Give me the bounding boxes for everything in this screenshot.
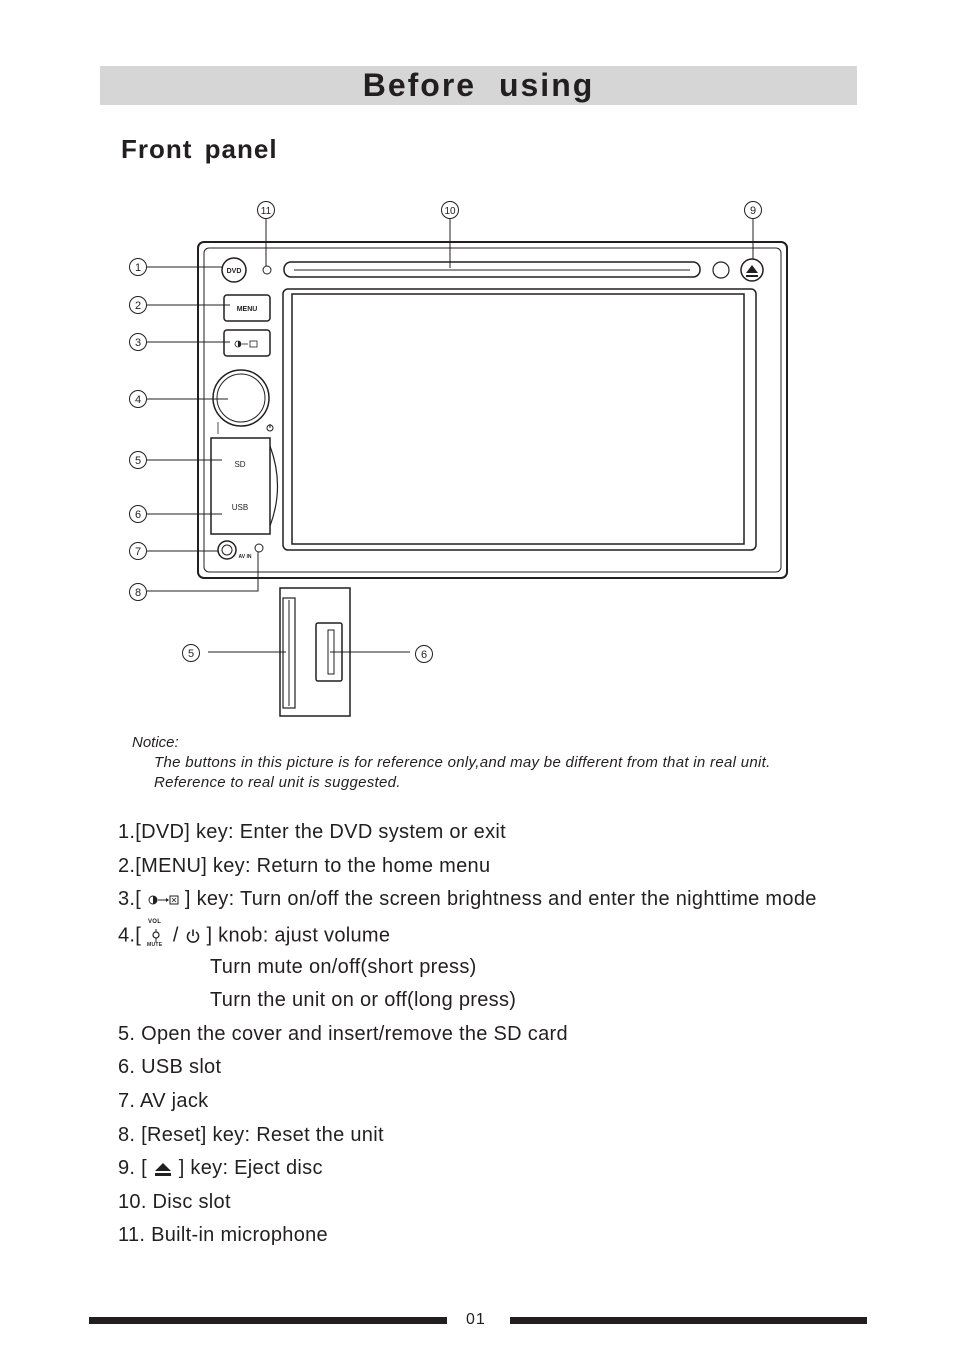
callout-3: 3 [135,337,141,349]
eject-button [740,258,764,282]
callout-7: 7 [135,546,141,558]
title-bar: Before using [100,66,857,105]
item-microphone: 11. Built-in microphone [118,1224,328,1246]
av-in-label: AV IN [239,554,252,560]
screen [291,293,745,545]
eject-icon [154,1162,171,1176]
volume-knob [212,369,270,427]
detail-callout-6: 6 [421,649,427,661]
unit-inner-frame [203,247,782,573]
dvd-label: DVD [227,268,242,275]
callout-9: 9 [750,205,756,217]
reset-hole [254,543,264,553]
callout-2: 2 [135,300,141,312]
callout-5: 5 [135,455,141,467]
power-icon [186,929,199,943]
section-title: Front panel [121,134,278,164]
notice-line-2: Reference to real unit is suggested. [154,774,401,791]
notice-line-1: The buttons in this picture is for refer… [154,754,771,771]
item-brightness-key: 3.[ ] key: Turn on/off the screen bright… [118,888,817,910]
brightness-button [223,329,271,357]
round-button [712,261,730,279]
unit-outer-frame [197,241,788,579]
microphone-icon [262,265,272,275]
front-panel-diagram: DVD MENU SD USB AV IN 1 2 3 4 [129,201,788,717]
brightness-icon [148,895,179,905]
page-number: 01 [466,1311,486,1328]
notice-label: Notice: [132,734,179,751]
item-dvd-key: 1.[DVD] key: Enter the DVD system or exi… [118,821,506,843]
dvd-button [221,257,247,283]
item-eject-key: 9. [ ] key: Eject disc [118,1157,323,1179]
menu-label: MENU [237,306,258,313]
callout-10: 10 [444,206,456,217]
brightness-icon [234,340,258,348]
disc-slot [283,261,701,278]
footer-rule-right [510,1317,867,1324]
item-usb-slot: 6. USB slot [118,1056,222,1078]
av-jack [217,540,237,560]
callout-6: 6 [135,509,141,521]
menu-button [223,294,271,322]
item-mute-short-press: Turn mute on/off(short press) [210,956,477,978]
item-volume-knob: 4.[ VOL MUTE / ] knob: ajust volume [118,919,391,948]
item-av-jack: 7. AV jack [118,1090,209,1112]
item-power-long-press: Turn the unit on or off(long press) [210,989,517,1011]
sd-usb-cover [210,437,271,535]
detail-callout-5: 5 [188,648,194,660]
sd-label: SD [234,460,245,469]
item-reset-key: 8. [Reset] key: Reset the unit [118,1124,384,1146]
callout-8: 8 [135,587,141,599]
page-title: Before using [362,67,595,103]
callout-1: 1 [135,262,141,274]
item-disc-slot: 10. Disc slot [118,1191,231,1213]
item-menu-key: 2.[MENU] key: Return to the home menu [118,855,491,877]
item-sd-card: 5. Open the cover and insert/remove the … [118,1023,568,1045]
callout-4: 4 [135,394,141,406]
vol-mute-icon: VOL MUTE [147,919,163,948]
footer-rule-left [89,1317,447,1324]
callout-11: 11 [261,206,272,217]
usb-label: USB [232,503,248,512]
screen-bezel [282,288,757,551]
